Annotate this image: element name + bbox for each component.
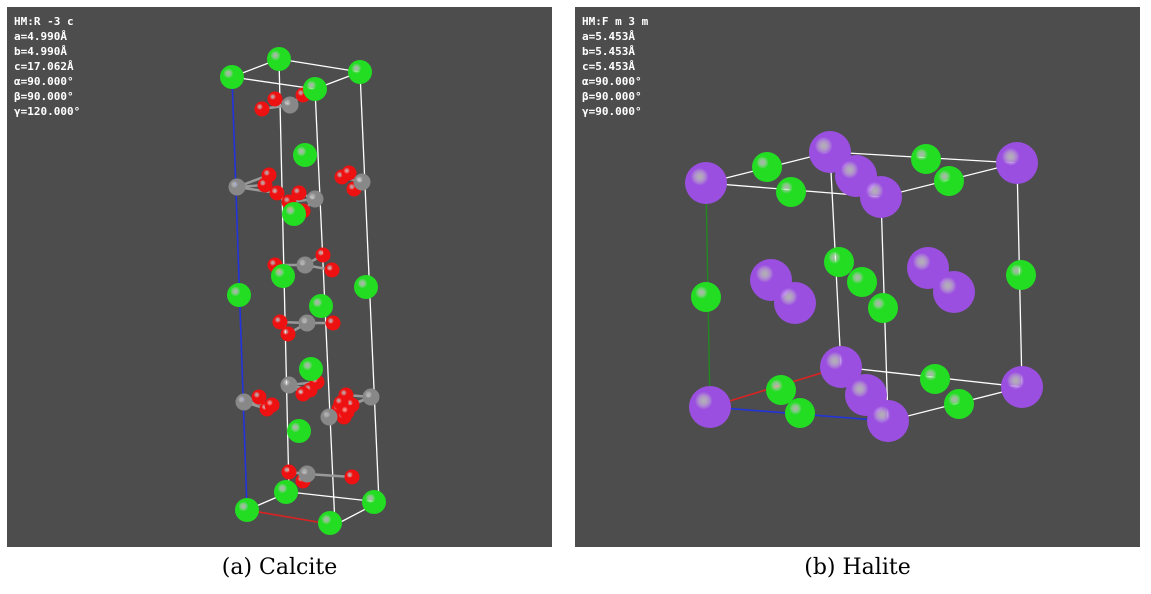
lattice-alpha-label: α=90.000° xyxy=(582,75,642,88)
calcium-atom xyxy=(309,294,333,318)
calcium-atom xyxy=(267,47,291,71)
lattice-c-label: c=5.453Å xyxy=(582,60,635,73)
lattice-c-label: c=17.062Å xyxy=(14,60,74,73)
calcium-atom xyxy=(354,275,378,299)
carbon-atom xyxy=(320,408,338,426)
chlorine-atom xyxy=(944,389,974,419)
chlorine-atom xyxy=(868,293,898,323)
oxygen-atom xyxy=(267,91,283,107)
oxygen-atom xyxy=(315,247,331,263)
chlorine-atom xyxy=(911,144,941,174)
carbon-atom xyxy=(298,314,316,332)
calcite-caption: (a) Calcite xyxy=(221,555,338,580)
calcium-atom xyxy=(282,202,306,226)
calcium-atom xyxy=(271,264,295,288)
space-group-label: HM:F m 3 m xyxy=(582,15,649,28)
oxygen-atom xyxy=(264,397,280,413)
chlorine-atom xyxy=(847,267,877,297)
sodium-atom xyxy=(860,176,902,218)
carbon-atom xyxy=(235,393,253,411)
sodium-atom xyxy=(774,282,816,324)
sodium-atom xyxy=(867,400,909,442)
sodium-atom xyxy=(689,386,731,428)
lattice-gamma-label: γ=90.000° xyxy=(582,105,642,118)
chlorine-atom xyxy=(1006,260,1036,290)
lattice-beta-label: β=90.000° xyxy=(14,90,74,103)
halite-caption: (b) Halite xyxy=(804,555,911,580)
calcium-atom xyxy=(220,65,244,89)
chlorine-atom xyxy=(920,364,950,394)
lattice-beta-label: β=90.000° xyxy=(582,90,642,103)
sodium-atom xyxy=(685,162,727,204)
sodium-atom xyxy=(933,271,975,313)
carbon-atom xyxy=(306,190,324,208)
calcium-atom xyxy=(227,283,251,307)
chlorine-atom xyxy=(776,177,806,207)
calcium-atom xyxy=(293,143,317,167)
oxygen-atom xyxy=(291,185,307,201)
lattice-b-label: b=4.990Å xyxy=(14,45,67,58)
oxygen-atom xyxy=(251,389,267,405)
oxygen-atom xyxy=(339,404,355,420)
oxygen-atom xyxy=(269,185,285,201)
oxygen-atom xyxy=(281,464,297,480)
carbon-atom xyxy=(362,388,380,406)
carbon-atom xyxy=(228,178,246,196)
carbon-atom xyxy=(280,376,298,394)
halite-structure-canvas[interactable] xyxy=(575,7,1140,547)
space-group-label: HM:R -3 c xyxy=(14,15,74,28)
oxygen-atom xyxy=(280,326,296,342)
chlorine-atom xyxy=(934,166,964,196)
lattice-alpha-label: α=90.000° xyxy=(14,75,74,88)
chlorine-atom xyxy=(766,375,796,405)
calcite-structure-canvas[interactable] xyxy=(7,7,552,547)
calcium-atom xyxy=(299,357,323,381)
oxygen-atom xyxy=(272,314,288,330)
lattice-a-label: a=5.453Å xyxy=(582,30,635,43)
chlorine-atom xyxy=(691,282,721,312)
unit-cell-edge xyxy=(231,76,316,90)
halite-lattice-info: HM:F m 3 m a=5.453Å b=5.453Å c=5.453Å α=… xyxy=(582,14,648,119)
calcium-atom xyxy=(235,498,259,522)
chlorine-atom xyxy=(752,152,782,182)
lattice-gamma-label: γ=120.000° xyxy=(14,105,81,118)
oxygen-atom xyxy=(261,167,277,183)
calcium-atom xyxy=(348,60,372,84)
oxygen-atom xyxy=(341,165,357,181)
carbon-atom xyxy=(281,96,299,114)
calcium-atom xyxy=(362,490,386,514)
sodium-atom xyxy=(996,142,1038,184)
calcium-atom xyxy=(287,419,311,443)
carbon-atom xyxy=(353,173,371,191)
carbon-atom xyxy=(296,256,314,274)
sodium-atom xyxy=(1001,366,1043,408)
oxygen-atom xyxy=(324,262,340,278)
calcium-atom xyxy=(274,480,298,504)
calcite-structure-viewer[interactable]: HM:R -3 c a=4.990Å b=4.990Å c=17.062Å α=… xyxy=(7,7,552,547)
calcite-lattice-info: HM:R -3 c a=4.990Å b=4.990Å c=17.062Å α=… xyxy=(14,14,80,119)
halite-structure-viewer[interactable]: HM:F m 3 m a=5.453Å b=5.453Å c=5.453Å α=… xyxy=(575,7,1140,547)
sodium-atom xyxy=(820,346,862,388)
oxygen-atom xyxy=(254,101,270,117)
oxygen-atom xyxy=(295,386,311,402)
oxygen-atom xyxy=(344,469,360,485)
calcium-atom xyxy=(303,77,327,101)
lattice-b-label: b=5.453Å xyxy=(582,45,635,58)
oxygen-atom xyxy=(325,315,341,331)
chlorine-atom xyxy=(824,247,854,277)
lattice-a-label: a=4.990Å xyxy=(14,30,67,43)
carbon-atom xyxy=(298,465,316,483)
chlorine-atom xyxy=(785,398,815,428)
calcium-atom xyxy=(318,511,342,535)
unit-cell-edge xyxy=(278,58,361,73)
